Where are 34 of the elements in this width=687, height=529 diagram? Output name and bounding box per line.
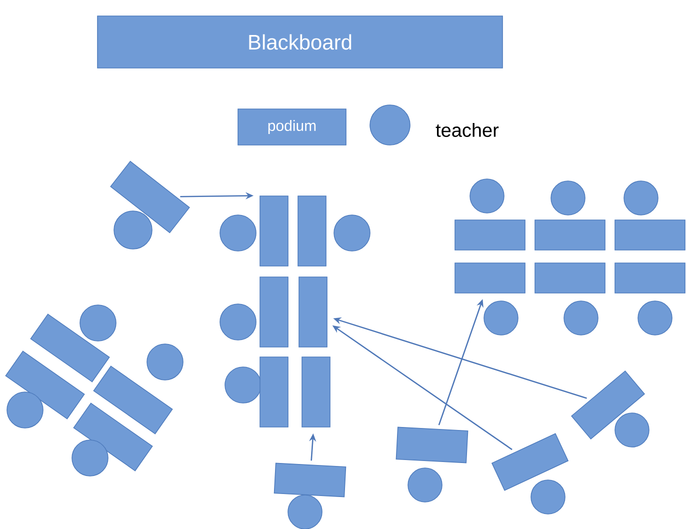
desk-rectangle	[302, 356, 330, 428]
person-circle	[220, 304, 256, 340]
person-circle	[408, 468, 442, 502]
desk-rectangle	[298, 276, 328, 348]
desk-rectangle	[534, 220, 606, 250]
person-circle	[220, 214, 256, 252]
person-circle	[334, 214, 370, 252]
podium-box: podium	[238, 108, 346, 146]
person-circle	[470, 178, 504, 214]
person-circle	[146, 344, 184, 380]
desk-rectangle	[614, 262, 686, 294]
desk-rectangle	[260, 356, 288, 428]
person-circle	[114, 210, 152, 250]
node-label: teacher	[436, 123, 499, 137]
desk-rectangle	[260, 196, 288, 266]
person-circle	[6, 392, 44, 428]
person-circle	[564, 300, 598, 336]
person-circle	[80, 304, 116, 342]
person-circle	[550, 180, 586, 216]
person-circle	[638, 300, 672, 336]
person-circle	[614, 412, 650, 448]
person-circle	[72, 440, 108, 476]
desk-rectangle	[454, 262, 526, 294]
desk-rectangle	[534, 262, 606, 294]
person-circle	[224, 366, 262, 404]
person-circle	[484, 300, 518, 336]
desk-rectangle	[614, 220, 686, 250]
desk-rectangle	[298, 196, 326, 266]
desk-rectangle	[454, 220, 526, 250]
blackboard-box: Blackboard	[97, 16, 503, 68]
person-circle	[624, 180, 658, 216]
person-circle	[530, 480, 566, 514]
person-circle	[288, 494, 322, 529]
desk-rectangle	[260, 276, 288, 348]
